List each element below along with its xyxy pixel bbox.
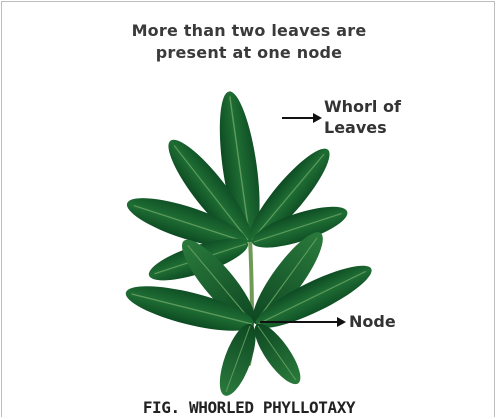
node-label: Node <box>349 312 396 332</box>
whorl-arrow <box>282 113 322 123</box>
whorl-label-line-2: Leaves <box>324 118 387 138</box>
diagram-frame: More than two leaves are present at one … <box>1 1 495 417</box>
whorled-plant-illustration <box>2 2 496 418</box>
figure-caption: FIG. WHORLED PHYLLOTAXY <box>2 398 496 418</box>
whorl-label-line-1: Whorl of <box>324 97 401 117</box>
